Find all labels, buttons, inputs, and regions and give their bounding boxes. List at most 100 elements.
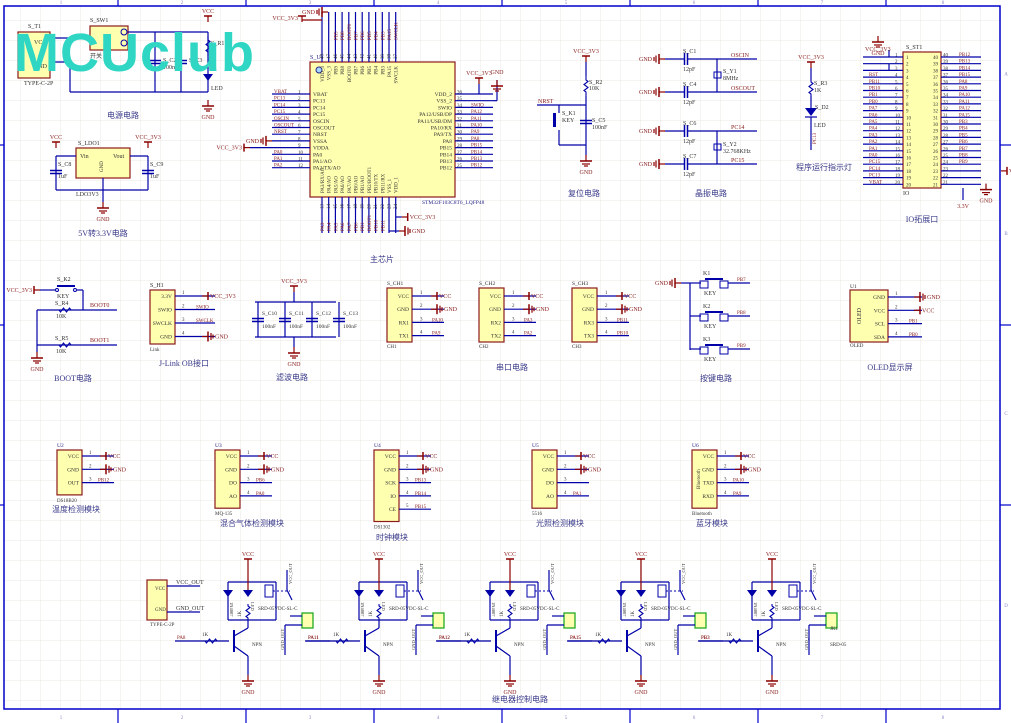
label: 12 [906, 130, 912, 135]
label: PB11 [381, 220, 386, 231]
label: PC14 [313, 105, 325, 111]
wire [417, 589, 424, 601]
column-label: 1 [60, 716, 63, 721]
label: VCC [50, 135, 62, 141]
label: DO [546, 481, 554, 487]
wire [364, 627, 380, 637]
label: PB9 [737, 344, 746, 349]
column-label: 4 [437, 716, 440, 721]
label: VCC_3V3 [135, 135, 161, 141]
label: GND [31, 367, 45, 373]
label: PB12 [440, 166, 452, 172]
resistor-symbol [462, 638, 484, 644]
column-label: 7 [821, 1, 824, 6]
label: PA10 [959, 93, 970, 98]
label: PB6 [959, 140, 968, 145]
label: 2 [89, 464, 92, 469]
label: 15 [906, 150, 912, 155]
flyback-diode-icon [747, 590, 757, 597]
label: GND_OUT [411, 629, 416, 650]
label: U3 [215, 443, 222, 449]
column-label: 5 [565, 716, 568, 721]
resistor-symbol [638, 604, 644, 620]
label: PC15 [869, 160, 881, 165]
label: GND [373, 690, 387, 696]
label: LED [643, 602, 648, 611]
label: VCC_3V3 [410, 215, 436, 221]
label: GND [635, 690, 649, 696]
wire [548, 589, 555, 601]
label: 1N4007 [622, 602, 627, 617]
label: 3 [247, 478, 250, 483]
label: IO [390, 494, 396, 500]
power-symbol: VCC_3V3 [216, 143, 250, 152]
label: U1 [850, 284, 857, 290]
gnd-symbol: GND [523, 304, 550, 315]
label: 9 [298, 144, 301, 149]
label: 18 [895, 167, 901, 172]
label: PA9 [733, 492, 742, 497]
wire [495, 645, 511, 657]
label: 12pF [683, 172, 696, 178]
resistor-zigzag [593, 638, 615, 644]
resistor-zigzag [245, 604, 251, 620]
resistor-symbol [55, 307, 75, 313]
key-button [705, 278, 723, 280]
label: VCC_3V3 [573, 49, 599, 55]
label: 5 [906, 83, 909, 88]
label: 100nF [592, 125, 608, 131]
label: 12pF [683, 67, 696, 73]
section-title-reset: 复位电路 [568, 188, 600, 198]
label: PA6 [869, 113, 878, 118]
label: LDO3V3 [76, 192, 99, 198]
label: 26 [933, 150, 939, 155]
label: PB13 [959, 60, 971, 65]
label: RXD [702, 494, 714, 500]
label: GND [397, 307, 409, 313]
label: PA9 [432, 332, 441, 337]
label: PB11 [869, 80, 880, 85]
label: PA11 [308, 636, 319, 641]
boot-circuit: VCC_3V3S_K2KEYS_R410KBOOT0S_R510KBOOT1GN… [6, 277, 117, 373]
label: PA15 [388, 29, 393, 40]
label: PB14 [959, 66, 971, 71]
label: 36 [933, 83, 939, 88]
relay-terminal [563, 612, 576, 629]
label: 17 [347, 204, 352, 210]
label: 28 [943, 134, 949, 139]
label: PB11/RX [381, 173, 386, 193]
label: 4 [724, 491, 727, 496]
label: NRST [538, 99, 554, 105]
flyback-diode-icon [485, 590, 495, 597]
capacitor-symbol [683, 86, 689, 98]
label: PB13 [415, 479, 427, 484]
wire [286, 589, 293, 601]
label: TX1 [399, 334, 409, 340]
label: S_CH2 [479, 281, 495, 287]
relay-terminal [694, 612, 707, 629]
label: GND [639, 129, 653, 135]
label: 1K [238, 611, 243, 618]
section-title-filter: 滤波电路 [276, 372, 308, 382]
label: 100nF [316, 324, 330, 330]
resistor-zigzag [507, 604, 513, 620]
label: GND [639, 162, 653, 168]
label: GND [113, 467, 127, 473]
gnd-symbol [491, 80, 503, 92]
resistor-symbol [583, 76, 589, 96]
